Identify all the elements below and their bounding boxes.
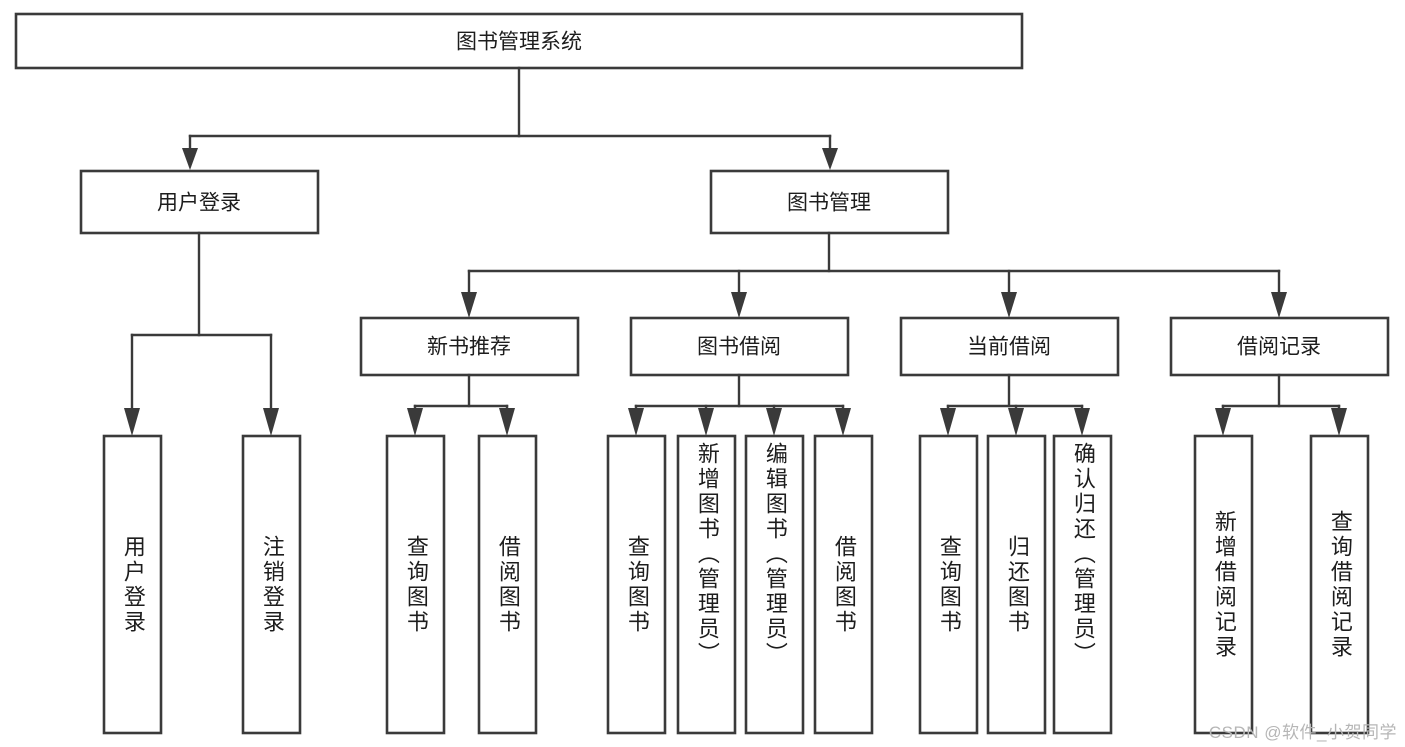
node-user-login[interactable]: 用户登录 bbox=[79, 169, 320, 235]
leaf-user-login-2[interactable]: 注销登录 bbox=[243, 436, 300, 733]
arrowhead-leaf-user-login-2 bbox=[263, 408, 279, 436]
leaf-box-book-borrow-4[interactable] bbox=[813, 434, 874, 735]
leaf-label: 新增图书（管理员） bbox=[694, 442, 720, 667]
arrowhead-leaf-user-login-1 bbox=[124, 408, 140, 436]
leaf-book-borrow-3[interactable]: 编辑图书（管理员） bbox=[746, 442, 803, 739]
leaf-label: 用户登录 bbox=[120, 534, 146, 635]
arrowhead-leaf-new-book-2 bbox=[499, 408, 515, 436]
leaf-book-borrow-4[interactable]: 借阅图书 bbox=[815, 436, 872, 733]
leaf-box-current-borrow-3[interactable] bbox=[1052, 434, 1113, 735]
watermark-text: CSDN @软件_小贺同学 bbox=[1208, 723, 1397, 742]
leaf-box-book-borrow-3[interactable] bbox=[744, 434, 805, 735]
book-borrow-box bbox=[629, 316, 850, 377]
new-book-label: 新书推荐 bbox=[427, 336, 511, 359]
arrowhead-borrow-record bbox=[1271, 292, 1287, 318]
leaf-current-borrow-2[interactable]: 归还图书 bbox=[988, 436, 1045, 733]
arrowhead-leaf-book-borrow-4 bbox=[835, 408, 851, 436]
leaf-label: 借阅图书 bbox=[831, 534, 857, 635]
root-box bbox=[14, 12, 1024, 70]
leaf-box-book-borrow-1[interactable] bbox=[606, 434, 667, 735]
arrowhead-leaf-book-borrow-2 bbox=[698, 408, 714, 436]
leaf-label: 确认归还（管理员） bbox=[1070, 442, 1096, 667]
arrowhead-user-login bbox=[182, 148, 198, 170]
node-book-manage[interactable]: 图书管理 bbox=[709, 169, 950, 235]
arrowhead-leaf-current-borrow-3 bbox=[1074, 408, 1090, 436]
user-login-box bbox=[79, 169, 320, 235]
leaf-box-book-borrow-2[interactable] bbox=[676, 434, 737, 735]
node-new-book-recommend[interactable]: 新书推荐 bbox=[359, 316, 580, 377]
leaf-current-borrow-1[interactable]: 查询图书 bbox=[920, 436, 977, 733]
leaf-label: 借阅图书 bbox=[495, 534, 521, 635]
user-login-label: 用户登录 bbox=[157, 192, 241, 215]
borrow-record-box bbox=[1169, 316, 1390, 377]
leaf-box-new-book-1[interactable] bbox=[385, 434, 446, 735]
leaf-label: 新增借阅记录 bbox=[1211, 509, 1237, 660]
leaf-current-borrow-3[interactable]: 确认归还（管理员） bbox=[1054, 442, 1111, 739]
node-root[interactable]: 图书管理系统 bbox=[14, 12, 1024, 70]
node-book-borrow[interactable]: 图书借阅 bbox=[629, 316, 850, 377]
leaf-box-new-book-2[interactable] bbox=[477, 434, 538, 735]
borrow-record-label: 借阅记录 bbox=[1237, 336, 1321, 359]
leaf-box-user-login-1[interactable] bbox=[102, 434, 163, 735]
leaf-label: 查询借阅记录 bbox=[1327, 509, 1353, 660]
arrowhead-leaf-new-book-1 bbox=[407, 408, 423, 436]
arrowhead-book-manage bbox=[822, 148, 838, 170]
leaf-book-borrow-2[interactable]: 新增图书（管理员） bbox=[678, 442, 735, 739]
arrowhead-leaf-book-borrow-3 bbox=[766, 408, 782, 436]
node-current-borrow[interactable]: 当前借阅 bbox=[899, 316, 1120, 377]
arrowhead-current-borrow bbox=[1001, 292, 1017, 318]
leaf-user-login-1[interactable]: 用户登录 bbox=[104, 436, 161, 733]
leaf-label: 查询图书 bbox=[403, 534, 429, 635]
leaf-new-book-2[interactable]: 借阅图书 bbox=[479, 436, 536, 733]
leaf-book-borrow-1[interactable]: 查询图书 bbox=[608, 436, 665, 733]
arrowhead-leaf-borrow-record-2 bbox=[1331, 408, 1347, 436]
arrowhead-leaf-borrow-record-1 bbox=[1215, 408, 1231, 436]
arrowhead-book-borrow bbox=[731, 292, 747, 318]
leaf-borrow-record-1[interactable]: 新增借阅记录 bbox=[1195, 436, 1252, 733]
leaf-borrow-record-2[interactable]: 查询借阅记录 bbox=[1311, 436, 1368, 733]
leaf-box-current-borrow-2[interactable] bbox=[986, 434, 1047, 735]
leaf-box-borrow-record-2[interactable] bbox=[1309, 434, 1370, 735]
arrowhead-leaf-book-borrow-1 bbox=[628, 408, 644, 436]
leaf-new-book-1[interactable]: 查询图书 bbox=[387, 436, 444, 733]
leaf-label: 查询图书 bbox=[936, 534, 962, 635]
root-label: 图书管理系统 bbox=[456, 31, 582, 54]
leaf-label: 注销登录 bbox=[259, 534, 285, 635]
arrowhead-leaf-current-borrow-2 bbox=[1008, 408, 1024, 436]
leaf-label: 查询图书 bbox=[624, 534, 650, 635]
leaf-box-borrow-record-1[interactable] bbox=[1193, 434, 1254, 735]
book-borrow-label: 图书借阅 bbox=[697, 336, 781, 359]
leaf-box-user-login-2[interactable] bbox=[241, 434, 302, 735]
node-borrow-record[interactable]: 借阅记录 bbox=[1169, 316, 1390, 377]
arrowhead-leaf-current-borrow-1 bbox=[940, 408, 956, 436]
book-manage-box bbox=[709, 169, 950, 235]
leaf-label: 编辑图书（管理员） bbox=[762, 442, 788, 667]
new-book-box bbox=[359, 316, 580, 377]
leaf-label: 归还图书 bbox=[1004, 534, 1030, 635]
leaf-box-current-borrow-1[interactable] bbox=[918, 434, 979, 735]
current-borrow-label: 当前借阅 bbox=[967, 336, 1051, 359]
book-manage-label: 图书管理 bbox=[787, 192, 871, 215]
arrowhead-new-book bbox=[461, 292, 477, 318]
